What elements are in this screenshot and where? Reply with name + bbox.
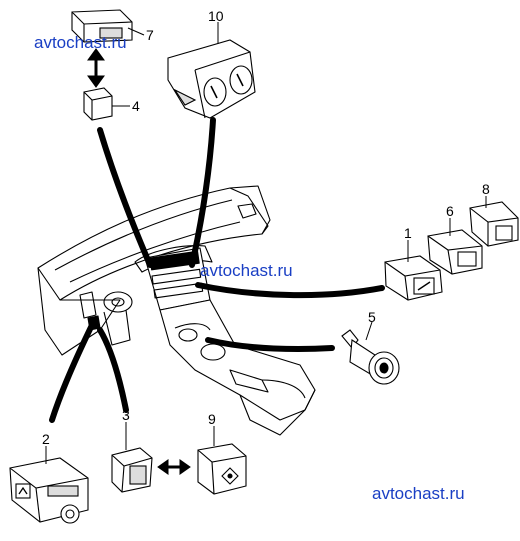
swap-arrow-7-4: [87, 48, 105, 88]
part-9-mirror-switch: [197, 443, 247, 495]
label-part-2: 2: [42, 431, 50, 447]
part-4-blank-cover: [83, 87, 113, 121]
label-part-8: 8: [482, 181, 490, 197]
label-part-3: 3: [122, 407, 130, 423]
part-2-switch-assembly: [9, 457, 89, 524]
leader-lines: [49, 117, 385, 423]
watermark-bottom: avtochast.ru: [372, 484, 465, 503]
part-5-cigarette-lighter: [341, 329, 400, 385]
label-part-1: 1: [404, 225, 412, 241]
swap-arrow-3-9: [157, 459, 191, 475]
part-8-switch: [469, 201, 519, 247]
label-part-4: 4: [132, 98, 140, 114]
label-part-9: 9: [208, 411, 216, 427]
part-3-blank-switch: [111, 447, 153, 493]
dashboard-illustration: [37, 185, 316, 436]
watermark-top: avtochast.ru: [34, 33, 127, 52]
part-10-seat-heater-switch: [167, 39, 256, 119]
label-part-6: 6: [446, 203, 454, 219]
label-part-10: 10: [208, 8, 224, 24]
part-6-switch: [427, 229, 483, 275]
label-ticks: [45, 22, 487, 464]
label-part-7: 7: [146, 27, 154, 43]
part-7-switch: [71, 9, 133, 43]
watermark-middle: avtochast.ru: [200, 261, 293, 280]
label-part-5: 5: [368, 309, 376, 325]
part-1-switch: [384, 255, 443, 301]
